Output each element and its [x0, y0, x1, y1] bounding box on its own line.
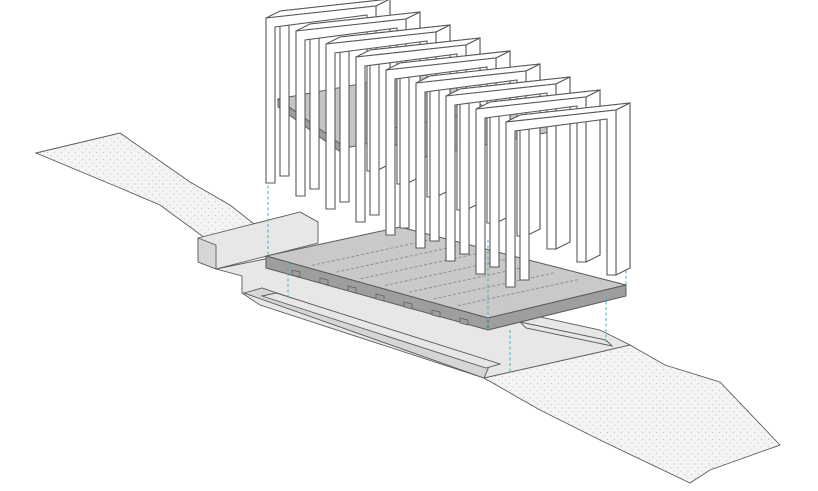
deck-girder-line — [457, 279, 578, 307]
channel-abutments — [197, 211, 632, 379]
deck-girder-line — [360, 252, 481, 280]
portal-frame — [475, 89, 601, 275]
deck-girder-stubs — [291, 269, 469, 326]
deck-girder-line — [433, 272, 554, 300]
portal-frames — [265, 0, 631, 288]
deck-girder-line — [336, 245, 457, 273]
deck-girder-line — [312, 238, 433, 266]
portal-frame — [505, 102, 631, 288]
